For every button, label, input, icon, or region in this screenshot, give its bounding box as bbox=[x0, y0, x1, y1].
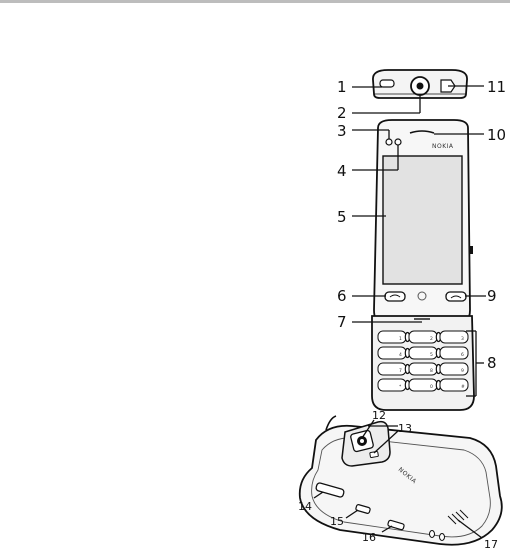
callout-12: 12 bbox=[372, 409, 386, 422]
callout-16: 16 bbox=[362, 531, 376, 544]
callout-14: 14 bbox=[298, 500, 312, 513]
keypad-key-label: 0 bbox=[430, 384, 433, 390]
keypad-key-label: 4 bbox=[399, 352, 402, 358]
keypad-key-label: 7 bbox=[399, 368, 402, 374]
touch-screen bbox=[383, 156, 462, 284]
brand-logo-front: NOKIA bbox=[432, 143, 454, 150]
keypad-key-label: # bbox=[461, 384, 465, 390]
light-sensor-icon bbox=[386, 139, 392, 145]
callout-15: 15 bbox=[330, 515, 344, 528]
callout-5: 5 bbox=[337, 208, 347, 226]
keypad-key-label: 3 bbox=[461, 336, 464, 342]
callout-9: 9 bbox=[487, 287, 497, 305]
phone-top-view bbox=[373, 70, 467, 98]
callout-2: 2 bbox=[337, 104, 347, 122]
keypad-key-label: 2 bbox=[430, 336, 433, 342]
callout-11: 11 bbox=[487, 78, 506, 96]
secondary-camera-icon bbox=[395, 139, 401, 145]
callout-17: 17 bbox=[484, 538, 498, 551]
call-key bbox=[385, 292, 405, 301]
keypad-key-label: 6 bbox=[461, 352, 464, 358]
callout-6: 6 bbox=[337, 287, 347, 305]
keypad-key-label: 1 bbox=[399, 336, 402, 342]
callout-10: 10 bbox=[487, 126, 506, 144]
keypad-key-label: 8 bbox=[430, 368, 433, 374]
keypad-key-label: 5 bbox=[430, 352, 433, 358]
keypad-key-label: 9 bbox=[461, 368, 464, 374]
keypad-key-star bbox=[378, 379, 406, 391]
callout-8: 8 bbox=[487, 354, 497, 372]
callout-4: 4 bbox=[337, 162, 347, 180]
charger-connector-icon bbox=[380, 80, 394, 87]
callout-1: 1 bbox=[337, 78, 347, 96]
callout-13: 13 bbox=[398, 422, 412, 435]
callout-3: 3 bbox=[337, 122, 347, 140]
callout-7: 7 bbox=[337, 313, 347, 331]
